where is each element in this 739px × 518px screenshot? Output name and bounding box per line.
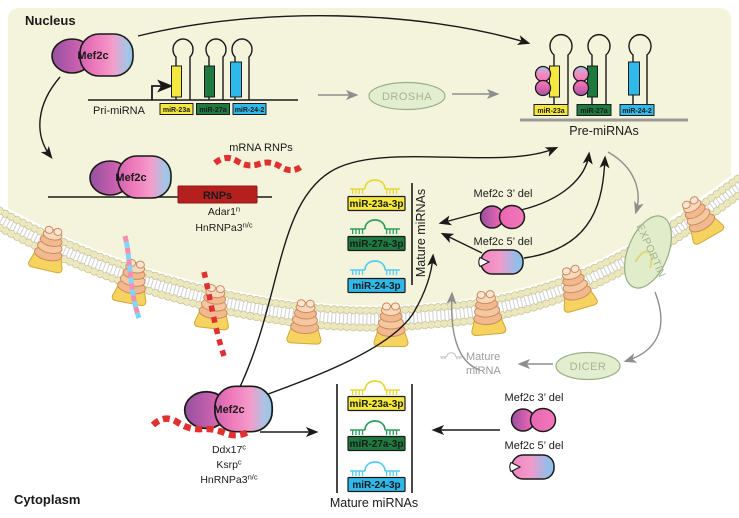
pre-hairpin-mir24 bbox=[628, 33, 652, 104]
mir27a-3p-tag: miR-27a-3p bbox=[350, 439, 404, 450]
ksrp-label: Ksrpc bbox=[216, 458, 242, 472]
mef2c-cytoplasmic-complex: Mef2c Ddx17c Ksrpc HnRNPa3n/c bbox=[150, 385, 274, 487]
transcription-start-arrow bbox=[151, 79, 174, 100]
adar1-label: Adar1n bbox=[208, 205, 240, 219]
mef2c-3del-label: Mef2c 3’ del bbox=[505, 392, 564, 404]
mef2c-label: Mef2c bbox=[115, 172, 146, 184]
arrow-complex-to-premirnas bbox=[237, 147, 559, 392]
hnrnpa3-label: HnRNPa3n/c bbox=[195, 221, 253, 235]
mef2c-protein-top: Mef2c bbox=[51, 33, 134, 77]
gray-arrows bbox=[318, 88, 662, 371]
arrow-mature-to-pool bbox=[446, 291, 481, 371]
mature-mirna-icon bbox=[350, 462, 400, 474]
arrow-mef2c-to-premirnas bbox=[137, 14, 531, 45]
mir23a-3p-tag: miR-23a-3p bbox=[350, 199, 404, 210]
drosha-enzyme: DROSHA bbox=[368, 81, 446, 111]
pre-mirnas-group: miR-23a miR-27a miR-24-2 Pre-miRNAs bbox=[520, 33, 688, 138]
mature-mirna-icon bbox=[438, 351, 464, 360]
pre-hairpin-mir23a bbox=[549, 33, 573, 104]
dicer-enzyme: DICER bbox=[555, 351, 621, 381]
bound-mrna-strand bbox=[150, 415, 250, 439]
mir24-3p-tag: miR-24-3p bbox=[352, 480, 400, 491]
mir24-2-tag: miR-24-2 bbox=[622, 108, 652, 115]
mature-mirna-label: Mature bbox=[466, 351, 500, 363]
dicer-label: DICER bbox=[570, 361, 607, 373]
mef2c-5del-label: Mef2c 5’ del bbox=[505, 440, 564, 452]
arrow-pre-to-exportin bbox=[607, 151, 644, 215]
mef2c-5del-label: Mef2c 5’ del bbox=[474, 236, 533, 248]
ddx17-label: Ddx17c bbox=[212, 443, 246, 457]
mrna-rnps: mRNA RNPs bbox=[213, 142, 304, 174]
pri-mirna-label: Pri-miRNA bbox=[93, 105, 146, 117]
mir24-2-tag: miR-24-2 bbox=[235, 107, 265, 114]
nucleus-label: Nucleus bbox=[25, 13, 76, 28]
mir23a-3p-tag: miR-23a-3p bbox=[350, 399, 404, 410]
drosha-label: DROSHA bbox=[382, 91, 432, 103]
cytoplasm-label: Cytoplasm bbox=[14, 492, 80, 507]
mature-mirnas-nuclear-pool: miR-23a-3p miR-27a-3p miR-24-3p Mature m… bbox=[347, 180, 428, 294]
mrna-rnps-label: mRNA RNPs bbox=[229, 142, 293, 154]
rnps-box bbox=[177, 185, 258, 204]
pre-hairpin-mir27a bbox=[587, 33, 611, 104]
exported-rna-strands bbox=[122, 235, 227, 357]
arrow-del5-to-premirnas bbox=[523, 155, 610, 259]
mef2c-del-mutants-nucleus: Mef2c 3’ del Mef2c 5’ del bbox=[474, 188, 533, 275]
mir24-3p-tag: miR-24-3p bbox=[352, 281, 400, 292]
mrna-dashed-strand bbox=[213, 155, 304, 174]
hnrnpa3-label: HnRNPa3n/c bbox=[200, 473, 258, 487]
mature-mirnas-label: Mature miRNAs bbox=[330, 496, 418, 510]
mef2c-label: Mef2c bbox=[213, 404, 244, 416]
arrow-del5-to-mature bbox=[440, 232, 483, 254]
mir27a-tag: miR-27a bbox=[580, 108, 607, 115]
mature-mirna-icon bbox=[350, 421, 400, 433]
hairpin-mir27a bbox=[205, 38, 227, 100]
arrow-exportin-to-dicer bbox=[623, 291, 662, 363]
mir23a-tag: miR-23a bbox=[537, 108, 564, 115]
mef2c-5del-blob bbox=[509, 454, 555, 480]
rnp-gene: RNPs Mef2c Adar1n HnRNPa3n/c bbox=[48, 155, 272, 235]
mir23a-tag: miR-23a bbox=[163, 107, 190, 114]
rnps-label: RNPs bbox=[203, 190, 232, 202]
arrow-del3-to-mature bbox=[438, 210, 487, 226]
pre-mirnas-label: Pre-miRNAs bbox=[569, 124, 638, 138]
hairpin-mir23a bbox=[172, 38, 194, 100]
arrow-mef2c-to-gene bbox=[39, 76, 61, 159]
hairpin-mir24 bbox=[231, 38, 253, 100]
arrow-complex-to-mature bbox=[251, 253, 438, 401]
mir27a-3p-tag: miR-27a-3p bbox=[350, 239, 404, 250]
mature-mirnas-label: Mature miRNAs bbox=[414, 189, 428, 277]
mef2c-3del-blob bbox=[479, 204, 526, 230]
cargo-hairpin-icon bbox=[634, 250, 653, 269]
mef2c-label: Mef2c bbox=[77, 50, 108, 62]
pri-mirna-gene: Pri-miRNA miR-23a miR-27a miR-24-2 bbox=[88, 38, 298, 117]
mature-mirna-label: miRNA bbox=[466, 365, 501, 377]
mef2c-3del-blob bbox=[510, 407, 557, 433]
mir27a-tag: miR-27a bbox=[199, 107, 226, 114]
exportin-enzyme: EXPORTIN bbox=[624, 215, 672, 289]
mature-mirna-icon bbox=[350, 381, 400, 393]
mef2c-3del-label: Mef2c 3’ del bbox=[474, 188, 533, 200]
mature-mirna-note: Mature miRNA bbox=[438, 351, 501, 377]
mef2c-del-mutants-cytoplasm: Mef2c 3’ del Mef2c 5’ del bbox=[505, 392, 564, 480]
black-arrows bbox=[39, 14, 610, 438]
mature-mirnas-cytoplasmic-pool: miR-23a-3p miR-27a-3p miR-24-3p Mature m… bbox=[330, 381, 418, 510]
mef2c-5del-blob bbox=[478, 249, 524, 275]
arrow-del3-to-premirnas bbox=[520, 151, 593, 211]
